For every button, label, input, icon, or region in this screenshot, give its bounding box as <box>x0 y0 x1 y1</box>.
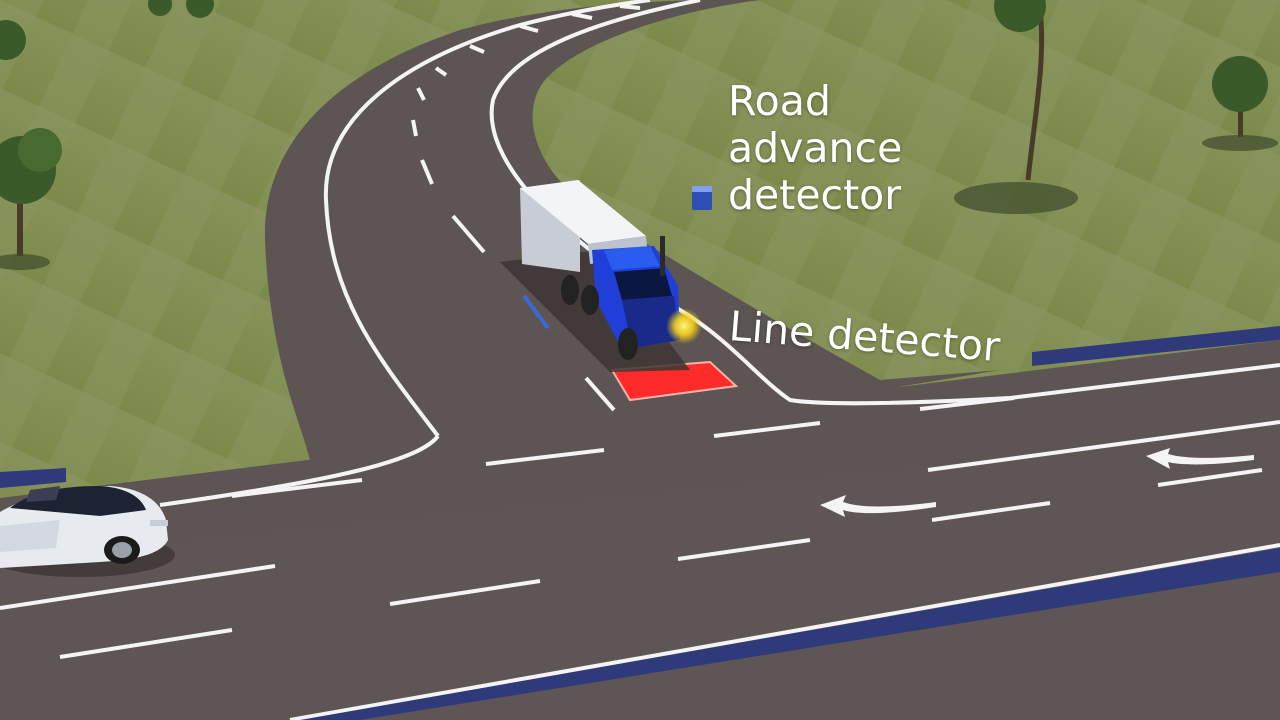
guardrail-bottom <box>300 548 1280 720</box>
main-road-dashes <box>0 376 1280 659</box>
truck-wheel <box>561 275 579 305</box>
truck-wheel <box>581 285 599 315</box>
truck-grille <box>622 296 680 348</box>
white-sedan <box>0 486 168 568</box>
main-road-lower <box>0 430 1280 720</box>
truck-trailer-top <box>520 180 646 244</box>
road-advance-detector-label-line: detector <box>728 171 902 219</box>
trailer-light-strip <box>522 294 550 330</box>
side-road-left-edge-corner <box>159 434 440 507</box>
road-advance-detector-label-line: Road <box>728 77 831 125</box>
road-advance-detector-label-line: advance <box>728 124 903 172</box>
guardrail-right <box>1032 326 1280 366</box>
truck-cab-roof <box>604 246 660 270</box>
truck-wheel <box>618 328 638 360</box>
left-turn-arrow <box>1146 448 1254 469</box>
truck-exhaust-stack <box>660 236 665 276</box>
tree <box>1202 56 1278 151</box>
tree <box>0 20 26 60</box>
tree <box>0 128 62 270</box>
side-road-center-dashes <box>411 4 641 254</box>
truck-headlight-glow <box>666 308 702 344</box>
main-road-bottom-edge <box>289 543 1280 720</box>
road-advance-detector-top <box>692 186 712 192</box>
guardrail-left <box>0 468 66 488</box>
tree <box>954 0 1078 214</box>
truck-windshield <box>614 268 672 300</box>
left-turn-arrow <box>820 495 936 517</box>
road-advance-detector-label: Road advance detector <box>728 78 928 219</box>
tree <box>148 0 214 18</box>
side-road-left-edge <box>323 0 651 438</box>
